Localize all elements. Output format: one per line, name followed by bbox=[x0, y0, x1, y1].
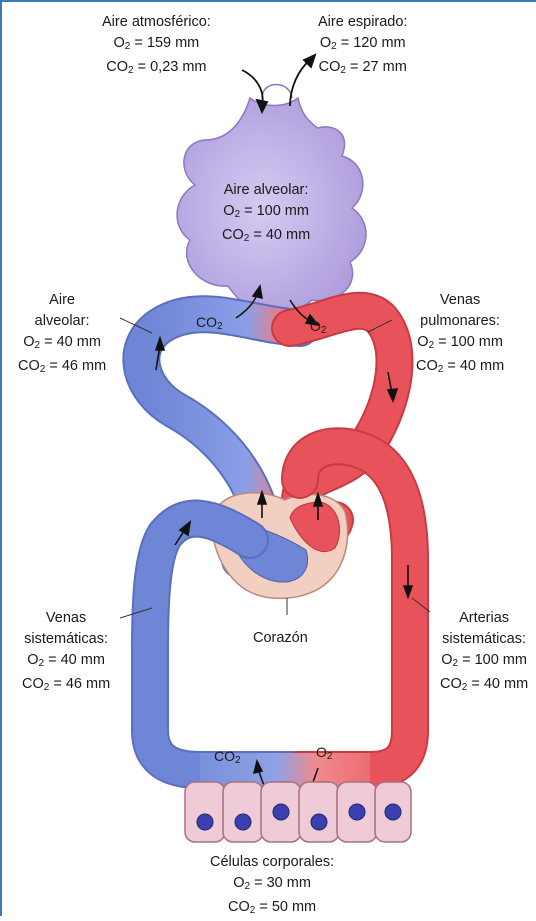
alveolar-air-co2: CO2 = 40 mm bbox=[222, 225, 310, 249]
bottom-o2-label: O2 bbox=[316, 742, 332, 767]
bottom-co2-label: CO2 bbox=[214, 746, 241, 771]
pulmonary-veins-line1: Venas bbox=[416, 290, 504, 311]
body-cells-o2: O2 = 30 mm bbox=[210, 873, 334, 897]
body-cells-title: Células corporales: bbox=[210, 852, 334, 873]
pulmonary-veins-o2: O2 = 100 mm bbox=[416, 332, 504, 356]
top-o2-label: O2 bbox=[310, 316, 326, 341]
pulmonary-veins-co2: CO2 = 40 mm bbox=[416, 356, 504, 380]
alveolar-air-title: Aire alveolar: bbox=[222, 180, 310, 201]
pulmonary-veins-label: Venas pulmonares: O2 = 100 mm CO2 = 40 m… bbox=[416, 290, 504, 380]
systemic-veins-label: Venas sistemáticas: O2 = 40 mm CO2 = 46 … bbox=[22, 608, 110, 698]
systemic-arteries-line1: Arterias bbox=[440, 608, 528, 629]
body-cells-co2: CO2 = 50 mm bbox=[210, 897, 334, 921]
alveolar-air-o2: O2 = 100 mm bbox=[222, 201, 310, 225]
alveolar-blood-o2: O2 = 40 mm bbox=[18, 332, 106, 356]
systemic-veins-o2: O2 = 40 mm bbox=[22, 650, 110, 674]
systemic-veins-co2: CO2 = 46 mm bbox=[22, 674, 110, 698]
body-cells bbox=[185, 782, 411, 842]
alveolar-blood-line1: Aire bbox=[18, 290, 106, 311]
systemic-arteries-co2: CO2 = 40 mm bbox=[440, 674, 528, 698]
alveolar-air-label: Aire alveolar: O2 = 100 mm CO2 = 40 mm bbox=[222, 180, 310, 249]
expired-air-o2: O2 = 120 mm bbox=[318, 33, 407, 57]
atmospheric-air-label: Aire atmosférico: O2 = 159 mm CO2 = 0,23… bbox=[102, 12, 211, 81]
atmospheric-air-o2: O2 = 159 mm bbox=[102, 33, 211, 57]
expired-air-label: Aire espirado: O2 = 120 mm CO2 = 27 mm bbox=[318, 12, 407, 81]
systemic-veins-line1: Venas bbox=[22, 608, 110, 629]
pulmonary-veins-line2: pulmonares: bbox=[416, 311, 504, 332]
heart-label: Corazón bbox=[253, 628, 308, 649]
systemic-arteries-label: Arterias sistemáticas: O2 = 100 mm CO2 =… bbox=[440, 608, 528, 698]
alveolar-blood-label: Aire alveolar: O2 = 40 mm CO2 = 46 mm bbox=[18, 290, 106, 380]
atmospheric-air-title: Aire atmosférico: bbox=[102, 12, 211, 33]
body-cells-label: Células corporales: O2 = 30 mm CO2 = 50 … bbox=[210, 852, 334, 921]
expired-air-title: Aire espirado: bbox=[318, 12, 407, 33]
heart-label-text: Corazón bbox=[253, 628, 308, 649]
systemic-arteries-o2: O2 = 100 mm bbox=[440, 650, 528, 674]
expired-air-co2: CO2 = 27 mm bbox=[318, 57, 407, 81]
alveolar-blood-co2: CO2 = 46 mm bbox=[18, 356, 106, 380]
alveolar-blood-line2: alveolar: bbox=[18, 311, 106, 332]
top-co2-label: CO2 bbox=[196, 312, 223, 337]
systemic-veins-line2: sistemáticas: bbox=[22, 629, 110, 650]
systemic-arteries-line2: sistemáticas: bbox=[440, 629, 528, 650]
atmospheric-air-co2: CO2 = 0,23 mm bbox=[102, 57, 211, 81]
